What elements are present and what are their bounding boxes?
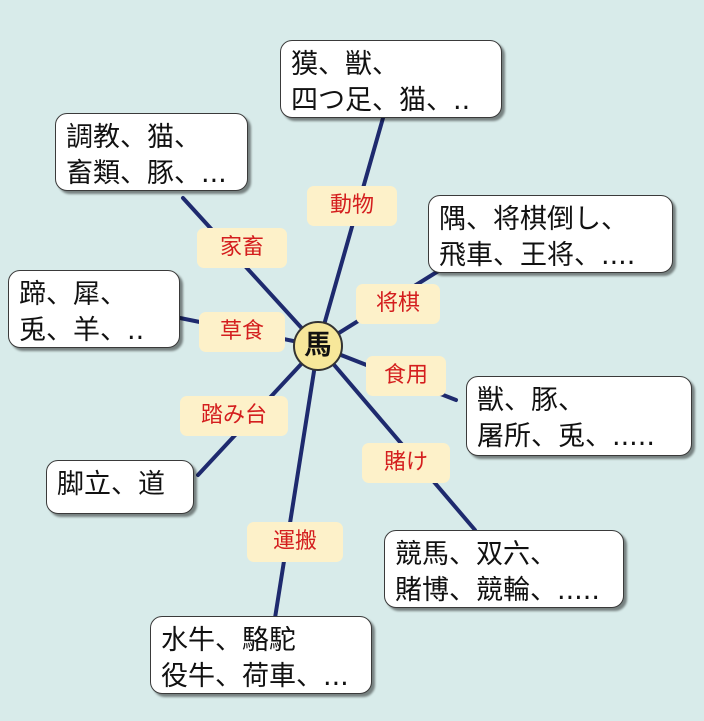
leaf-unpan: 水牛、駱駝 役牛、荷車、...: [150, 616, 372, 694]
leaf-shokuyou: 獣、豚、 屠所、兎、.....: [466, 376, 692, 456]
connector-kachiku: [181, 196, 320, 348]
connector-kake: [316, 344, 477, 532]
relation-label-kachiku: 家畜: [197, 228, 287, 268]
relation-label-kake: 賭け: [362, 443, 450, 483]
connector-unpan: [273, 344, 320, 620]
leaf-line: 脚立、道: [57, 469, 165, 500]
leaf-fumidai: 脚立、道: [46, 460, 194, 514]
relation-label-unpan: 運搬: [247, 522, 343, 562]
hub-node: 馬: [293, 321, 343, 371]
relation-label-shougi: 将棋: [356, 284, 440, 324]
leaf-soushoku: 蹄、犀、 兎、羊、..: [8, 270, 180, 348]
leaf-line: 獣、豚、: [477, 385, 585, 416]
leaf-line: 水牛、駱駝: [161, 625, 296, 656]
leaf-line: 四つ足、猫、..: [291, 85, 471, 116]
relation-label-soushoku: 草食: [199, 312, 285, 352]
leaf-line: 蹄、犀、: [19, 279, 127, 310]
connector-doubutsu: [316, 116, 385, 348]
leaf-line: 獏、獣、: [291, 49, 399, 80]
relation-label-fumidai: 踏み台: [180, 396, 288, 436]
relation-label-doubutsu: 動物: [307, 186, 397, 226]
leaf-line: 畜類、豚、...: [66, 158, 227, 189]
leaf-line: 兎、羊、..: [19, 315, 145, 346]
leaf-doubutsu: 獏、獣、 四つ足、猫、..: [280, 40, 502, 118]
leaf-line: 隅、将棋倒し、: [439, 204, 628, 235]
leaf-line: 飛車、王将、....: [439, 240, 636, 271]
leaf-line: 調教、猫、: [66, 122, 201, 153]
leaf-kachiku: 調教、猫、 畜類、豚、...: [55, 113, 248, 191]
leaf-shougi: 隅、将棋倒し、 飛車、王将、....: [428, 195, 673, 273]
leaf-line: 競馬、双六、: [395, 539, 557, 570]
leaf-line: 賭博、競輪、.....: [395, 575, 600, 606]
relation-label-shokuyou: 食用: [366, 356, 446, 396]
leaf-kake: 競馬、双六、 賭博、競輪、.....: [384, 530, 624, 608]
leaf-line: 役牛、荷車、...: [161, 661, 349, 692]
leaf-line: 屠所、兎、.....: [477, 421, 655, 452]
